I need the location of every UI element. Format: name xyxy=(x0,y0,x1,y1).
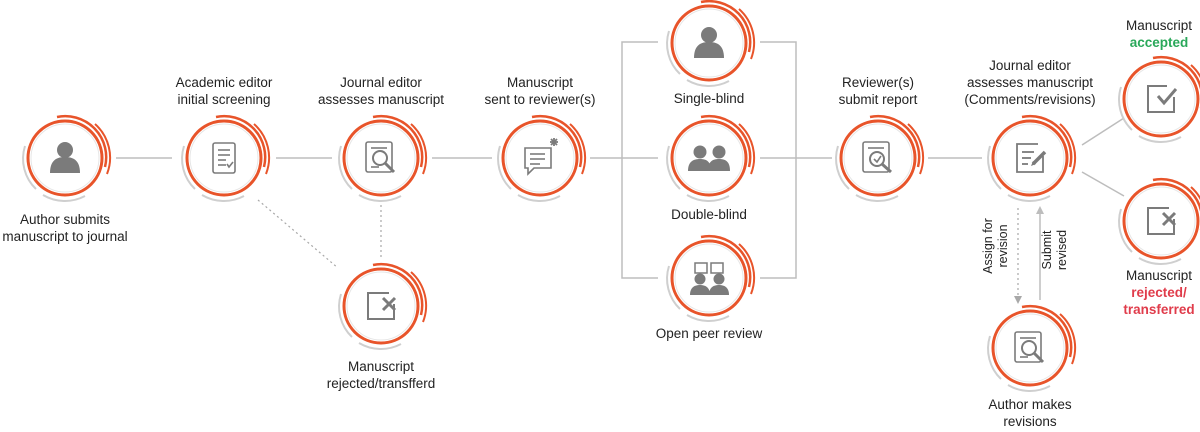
node-single-blind xyxy=(665,0,756,88)
status-accepted: accepted xyxy=(1129,35,1189,50)
node-open-peer-review xyxy=(665,234,756,323)
node-double-blind xyxy=(665,114,756,203)
arrow-down-head xyxy=(1014,296,1022,304)
node-manuscript-accepted xyxy=(1117,55,1200,144)
edge-editor-to-accepted xyxy=(1081,117,1125,146)
node-reviewers-submit-report xyxy=(834,114,925,203)
label-double-blind: Double-blind xyxy=(671,207,747,222)
node-rejected-early xyxy=(337,262,428,351)
label-single-blind: Single-blind xyxy=(673,91,745,106)
bracket-left xyxy=(621,41,658,279)
node-manuscript-rejected xyxy=(1117,177,1200,266)
label-open-peer-review: Open peer review xyxy=(655,326,763,341)
node-journal-editor-assesses xyxy=(337,114,428,203)
node-author-makes-revisions xyxy=(986,304,1077,393)
label-manuscript-rejected: Manuscript rejected/ transferred xyxy=(1064,267,1200,318)
status-rejected-line-2: transferred xyxy=(1123,302,1195,317)
label-manuscript-accepted: Manuscript accepted xyxy=(1064,17,1200,51)
status-rejected-line-1: rejected/ xyxy=(1131,285,1187,300)
edge-editor-to-rejected xyxy=(1081,171,1125,197)
node-sent-to-reviewers xyxy=(496,114,587,203)
label-reviewers-submit-report: Reviewer(s)submit report xyxy=(838,75,918,107)
arrow-up-head xyxy=(1036,206,1044,214)
edge-academic-to-rejected xyxy=(257,199,339,269)
node-author-submits xyxy=(21,114,112,203)
node-academic-editor xyxy=(180,114,271,203)
bracket-right xyxy=(760,41,797,279)
